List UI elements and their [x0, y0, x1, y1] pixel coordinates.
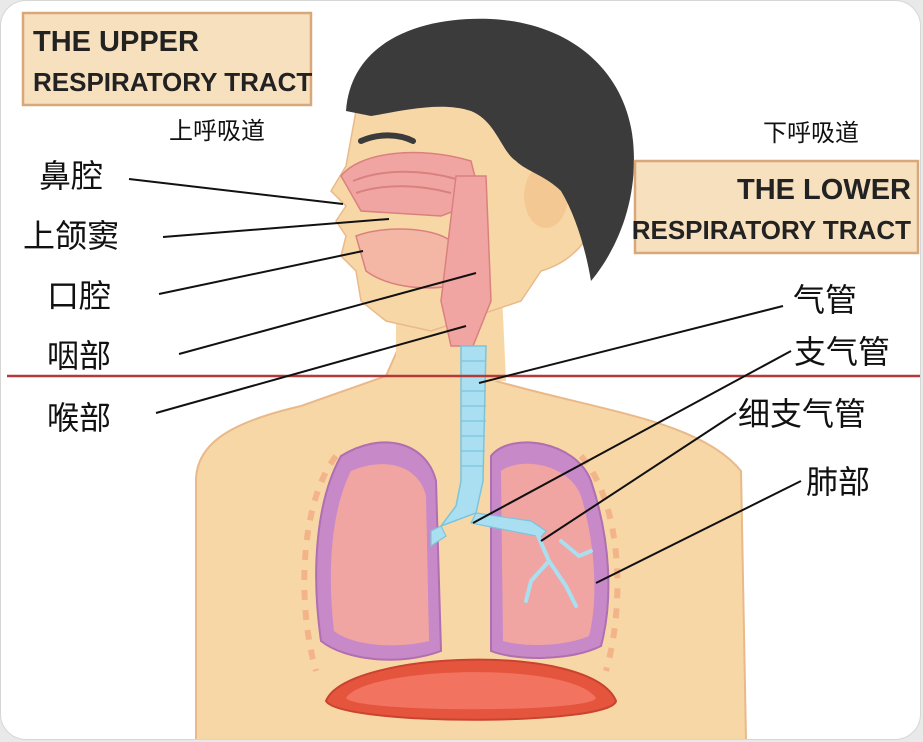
label-nasal-cavity: 鼻腔 — [39, 157, 103, 195]
upper-tract-cn: 上呼吸道 — [169, 117, 265, 145]
lower-tract-title-line1: THE LOWER — [737, 174, 911, 206]
label-lungs: 肺部 — [806, 463, 870, 501]
lower-tract-cn: 下呼吸道 — [763, 119, 859, 147]
label-bronchioles: 细支气管 — [738, 395, 866, 433]
upper-tract-title-line1: THE UPPER — [33, 26, 199, 58]
label-oral-cavity: 口腔 — [47, 277, 111, 315]
lower-tract-title-line2: RESPIRATORY TRACT — [632, 215, 911, 245]
label-bronchi: 支气管 — [794, 333, 890, 371]
label-maxillary-sinus: 上颌窦 — [23, 217, 119, 255]
upper-tract-title-line2: RESPIRATORY TRACT — [33, 67, 312, 97]
label-larynx: 喉部 — [47, 399, 111, 437]
label-trachea: 气管 — [793, 281, 857, 319]
label-pharynx: 咽部 — [47, 337, 111, 375]
